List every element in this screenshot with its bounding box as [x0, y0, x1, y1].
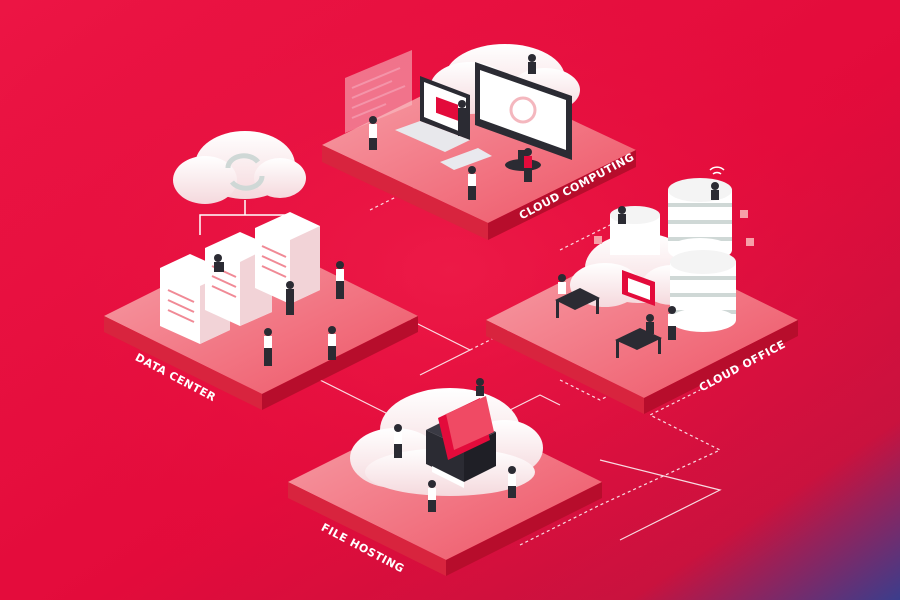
- data-center-platform: [104, 131, 418, 410]
- person-figures: [394, 378, 516, 512]
- cloud-office-platform: [486, 166, 798, 414]
- cloud-computing-platform: [322, 44, 636, 240]
- person-figures: [214, 254, 344, 366]
- file-drawer-icon: [426, 396, 496, 488]
- message-icon: [740, 210, 748, 218]
- server-rack-icon: [160, 212, 320, 344]
- message-icon: [594, 236, 602, 244]
- code-panel-icon: [345, 50, 412, 133]
- laptop-icon: [395, 76, 470, 152]
- cloud-icon: [173, 131, 306, 204]
- person-figures: [558, 182, 719, 340]
- sync-arrows-icon: [225, 153, 265, 191]
- person-figures: [369, 54, 536, 200]
- phone-icon: [440, 148, 492, 170]
- folder-icon: [622, 270, 655, 306]
- message-icon: [746, 238, 754, 246]
- file-hosting-platform: [288, 378, 602, 576]
- wifi-icon: [709, 166, 725, 175]
